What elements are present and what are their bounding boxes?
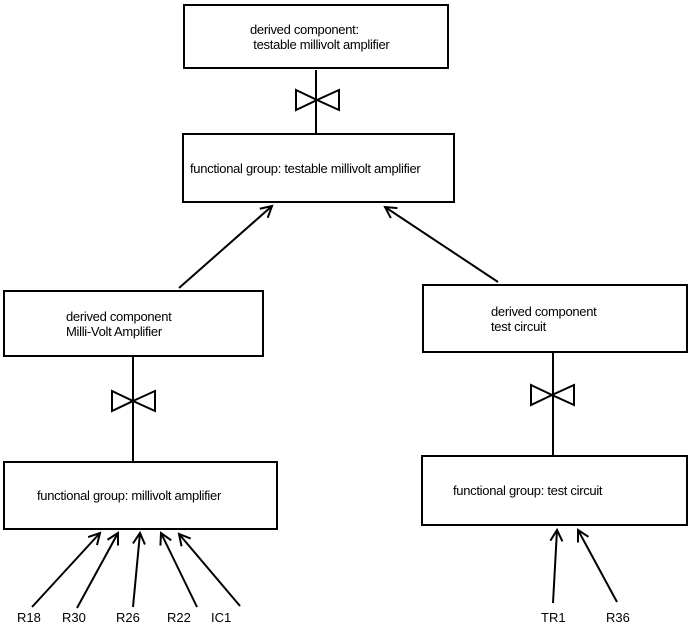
arrow-r26-to-millivolt-group xyxy=(132,530,146,608)
arrow-r22-to-millivolt-group xyxy=(159,531,198,608)
arrow-ic1-to-millivolt-group xyxy=(177,532,241,607)
bowtie-icon xyxy=(530,383,555,407)
bowtie-icon xyxy=(549,383,575,407)
component-label-r36: R36 xyxy=(606,610,630,625)
component-label-r30: R30 xyxy=(62,610,86,625)
component-label-r18: R18 xyxy=(17,610,41,625)
node-label: functional group: testable millivolt amp… xyxy=(190,160,421,176)
node-derived-component-testable-millivolt-amplifier: derived component: testable millivolt am… xyxy=(183,4,449,69)
node-label: functional group: millivolt amplifier xyxy=(37,488,221,503)
node-functional-group-millivolt-amplifier: functional group: millivolt amplifier xyxy=(3,461,278,530)
arrow-tr1-to-test-circuit-group xyxy=(549,527,564,604)
node-label: testable millivolt amplifier xyxy=(250,36,390,52)
component-label-r26: R26 xyxy=(116,610,140,625)
node-label: Milli-Volt Amplifier xyxy=(66,323,162,339)
arrow-r18-to-millivolt-group xyxy=(31,531,102,608)
node-label: functional group: test circuit xyxy=(453,483,603,498)
component-label-tr1: TR1 xyxy=(541,610,566,625)
arrow-r36-to-test-circuit-group xyxy=(576,528,618,603)
arrow-r30-to-millivolt-group xyxy=(76,531,120,609)
node-derived-component-test-circuit: derived component test circuit xyxy=(422,284,688,353)
bowtie-icon xyxy=(111,389,136,413)
arrow-millivolt-amplifier-to-testable-group xyxy=(178,204,274,289)
node-functional-group-testable-millivolt-amplifier: functional group: testable millivolt amp… xyxy=(182,133,455,203)
node-functional-group-test-circuit: functional group: test circuit xyxy=(421,455,688,526)
node-derived-component-milli-volt-amplifier: derived component Milli-Volt Amplifier xyxy=(3,290,264,357)
node-label: derived component xyxy=(66,308,172,324)
arrow-test-circuit-to-testable-group xyxy=(383,205,499,283)
bowtie-icon xyxy=(295,88,320,112)
node-label: derived component: xyxy=(250,21,359,37)
bowtie-icon xyxy=(130,389,156,413)
bowtie-icon xyxy=(314,88,340,112)
node-label: derived component xyxy=(491,303,597,319)
component-label-r22: R22 xyxy=(167,610,191,625)
node-label: test circuit xyxy=(491,318,546,334)
component-label-ic1: IC1 xyxy=(211,610,232,625)
